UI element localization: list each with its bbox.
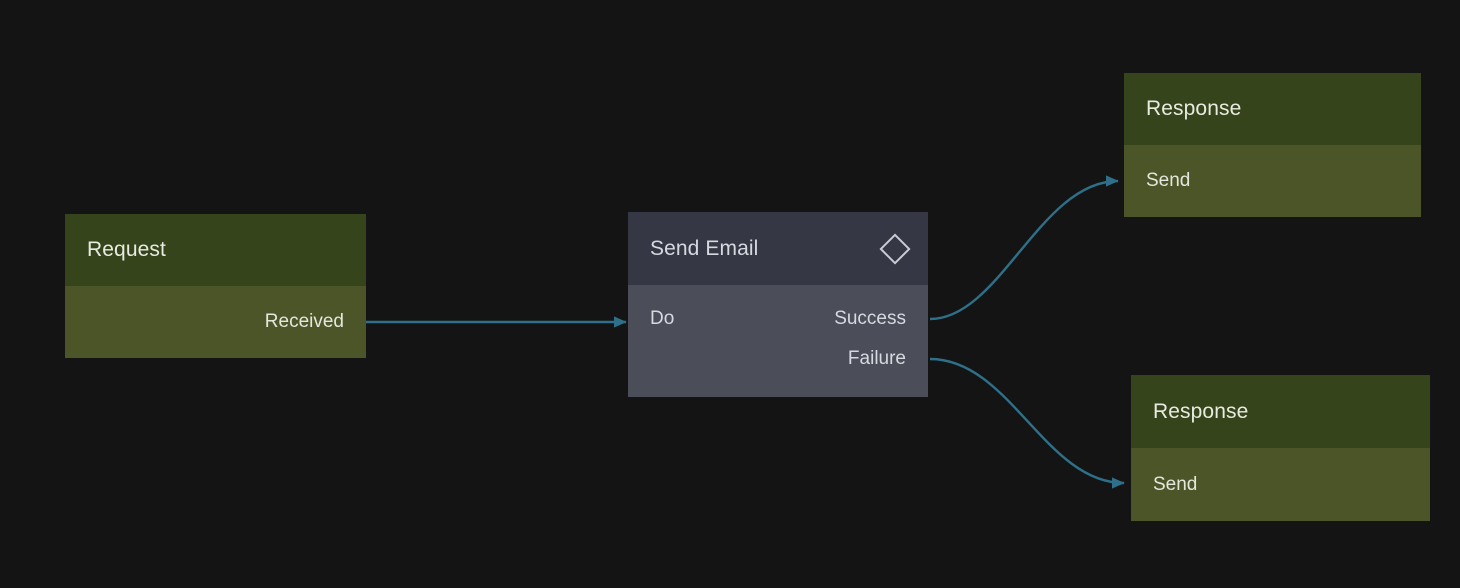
port-row-failure[interactable]: Success <box>628 299 928 339</box>
node-response-bottom-header[interactable]: Response <box>1131 375 1430 448</box>
port-row-received[interactable]: Received <box>65 302 366 342</box>
port-row-failure-2[interactable]: Failure <box>628 339 928 379</box>
node-request-title: Request <box>87 238 166 261</box>
diamond-icon <box>879 232 911 265</box>
node-request-body: Received <box>65 286 366 358</box>
node-response-bottom-title: Response <box>1153 399 1249 423</box>
node-send-email-title: Send Email <box>650 236 759 260</box>
port-row-do[interactable]: Do <box>628 299 928 339</box>
port-row-send-bottom[interactable]: Send <box>1131 465 1430 505</box>
node-response-bottom-body: Send <box>1131 448 1430 521</box>
node-send-email[interactable]: Send Email Do Success Failure <box>628 212 928 397</box>
connection-success-to-send <box>929 175 1119 321</box>
port-label-received: Received <box>264 311 344 332</box>
port-row-send-top[interactable]: Send <box>1124 161 1421 201</box>
node-response-top-title: Response <box>1146 97 1242 120</box>
node-response-top[interactable]: Response Send <box>1124 73 1421 217</box>
node-send-email-body: Do Success Failure <box>628 285 928 397</box>
node-response-top-body: Send <box>1124 145 1421 217</box>
node-request-header[interactable]: Request <box>65 214 366 286</box>
port-label-success: Success <box>834 308 906 329</box>
port-label-send-bottom: Send <box>1153 473 1198 495</box>
port-label-send-top: Send <box>1146 170 1191 191</box>
node-response-top-header[interactable]: Response <box>1124 73 1421 145</box>
port-label-failure: Failure <box>847 348 906 369</box>
node-send-email-header[interactable]: Send Email <box>628 212 928 285</box>
node-response-bottom[interactable]: Response Send <box>1131 375 1430 521</box>
connection-failure-to-send <box>929 357 1125 489</box>
node-request[interactable]: Request Received <box>65 214 366 358</box>
port-label-do: Do <box>650 308 675 329</box>
